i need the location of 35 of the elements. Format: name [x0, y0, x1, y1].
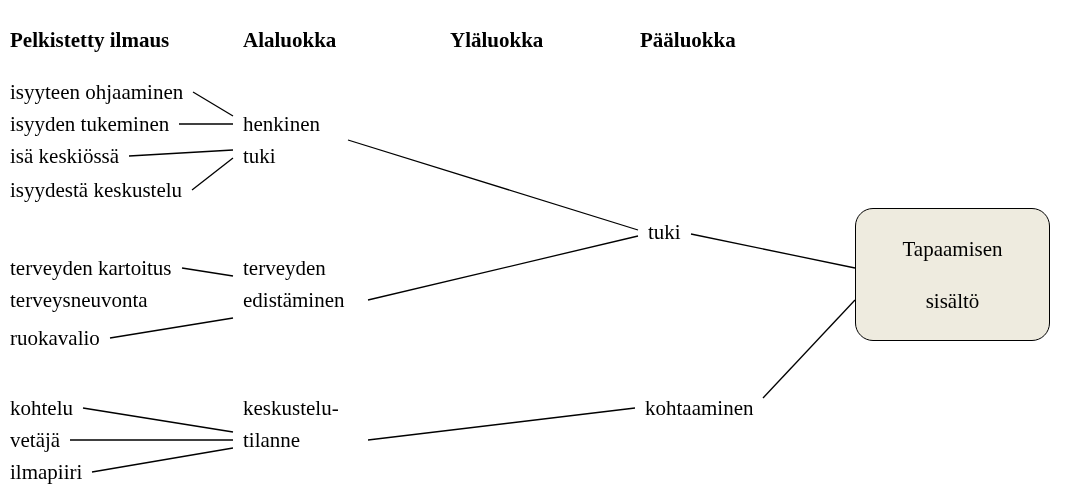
category-text: kohtelu [10, 392, 73, 424]
connector-line [192, 91, 234, 117]
connector-line [690, 233, 856, 269]
connector-line [69, 439, 234, 441]
column-heading: Pääluokka [640, 28, 736, 53]
column-heading: Alaluokka [243, 28, 337, 53]
category-text: isyydestä keskustelu [10, 174, 183, 206]
category-text: vetäjä [10, 424, 61, 456]
connector-line [82, 407, 234, 433]
connector-line [367, 235, 639, 301]
column-heading: Pelkistetty ilmaus [10, 28, 170, 53]
category-text: henkinen tuki [243, 108, 338, 172]
category-text: terveyden kartoitus [10, 252, 172, 284]
category-text: keskustelu- tilanne [243, 392, 358, 456]
connector-line [181, 267, 234, 277]
connector-line [109, 317, 234, 339]
category-text: ilmapiiri [10, 456, 83, 488]
category-label: Tapaamisen sisältö [901, 235, 1004, 315]
category-text: terveyden edistäminen [243, 252, 358, 316]
connector-line [367, 407, 636, 441]
connector-line [178, 123, 234, 125]
connector-line [191, 157, 234, 191]
connector-line [91, 447, 234, 473]
category-text: isä keskiössä [10, 140, 120, 172]
connector-line [128, 149, 234, 157]
connector-line [347, 139, 639, 231]
category-text: ruokavalio [10, 322, 100, 354]
category-text: tuki [648, 216, 681, 248]
connector-line [762, 299, 856, 399]
category-text: terveysneuvonta [10, 284, 148, 316]
column-heading: Yläluokka [450, 28, 544, 53]
category-text: isyyteen ohjaaminen [10, 76, 184, 108]
category-text: kohtaaminen [645, 392, 754, 424]
category-box [855, 208, 1050, 341]
category-text: isyyden tukeminen [10, 108, 170, 140]
